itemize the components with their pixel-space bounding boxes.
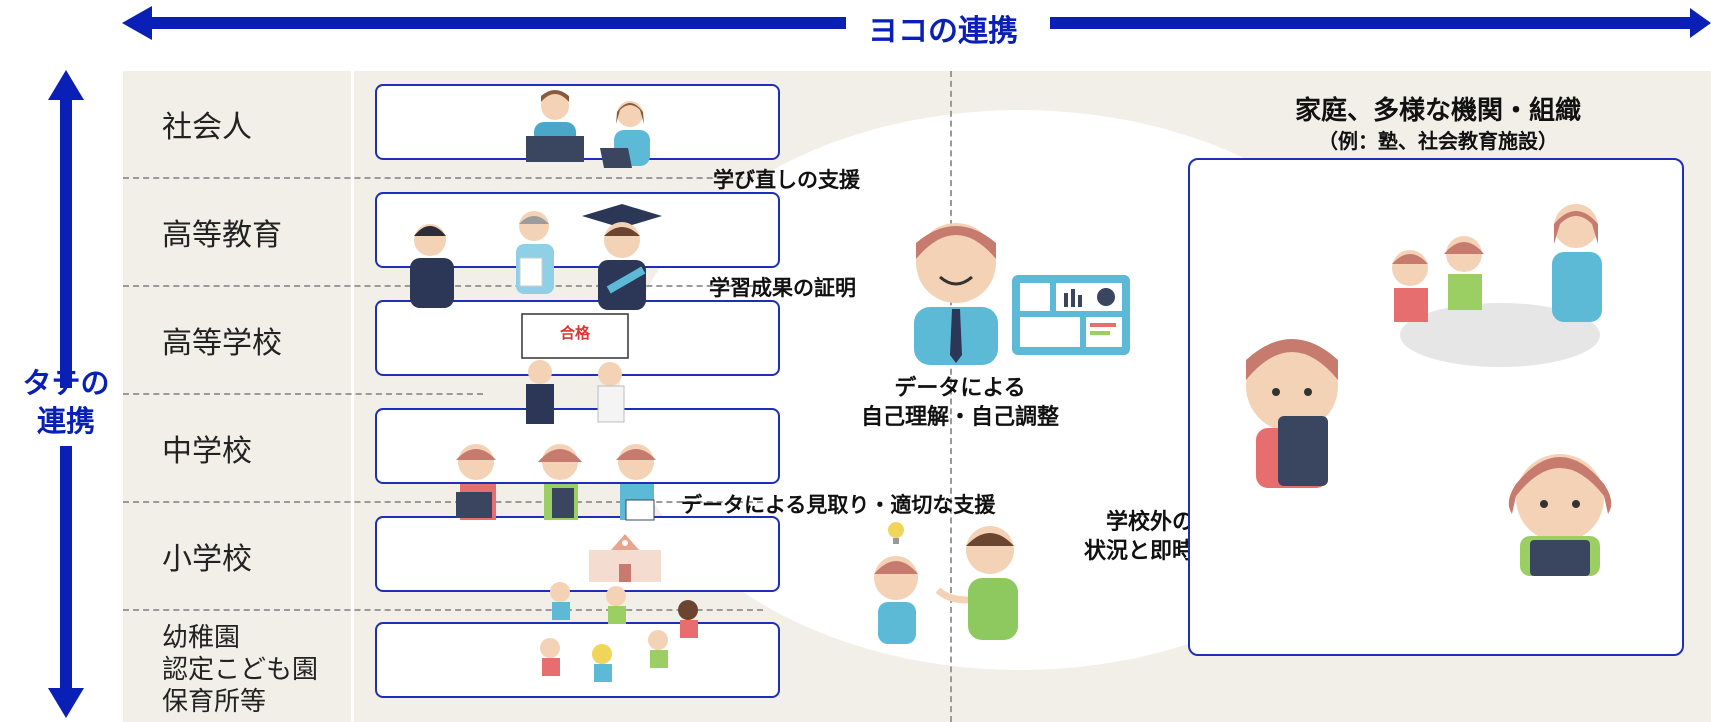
vertical-axis-label-line1: タテの: [22, 366, 110, 400]
stage-label-high-school: 高等学校: [162, 326, 282, 361]
stage-label-line: 認定こども園: [162, 655, 319, 685]
junior-high-students-illustration: [456, 444, 656, 521]
girl-with-laptop-illustration: [1508, 454, 1612, 576]
stage-label-line: 幼稚園: [162, 623, 241, 653]
stage-label-junior-high: 中学校: [162, 434, 252, 469]
adults-reading-illustration: [526, 90, 650, 168]
vertical-axis-arrow: [48, 70, 84, 718]
stage-label-working-adult: 社会人: [162, 110, 252, 145]
column-divider: [351, 71, 354, 722]
data-self-regulation-line2: 自己理解・自己調整: [860, 405, 1059, 430]
child-with-tablet-illustration: [1246, 339, 1338, 488]
higher-education-illustration: [410, 204, 662, 310]
center-divider: [950, 71, 952, 722]
pass-sign-text: 合格: [559, 324, 591, 342]
teacher-support-illustration: [874, 522, 1018, 644]
stage-separator: [123, 177, 763, 179]
stage-box-elementary: [375, 516, 780, 592]
learning-outcome-certification-label: 学習成果の証明: [709, 276, 856, 300]
stage-separator: [123, 501, 763, 503]
vertical-axis-label-line2: 連携: [36, 404, 95, 438]
data-observation-support-label: データによる見取り・適切な支援: [681, 493, 996, 517]
horizontal-axis-arrow: [122, 6, 1711, 40]
horizontal-axis-label: ヨコの連携: [868, 14, 1018, 49]
data-self-regulation-label: データによる 自己理解・自己調整: [820, 374, 1100, 432]
family-table-illustration: [1392, 204, 1602, 367]
high-school-pass-illustration: 合格: [521, 313, 629, 424]
stage-label-column: [123, 71, 351, 722]
stage-separator: [123, 393, 483, 395]
vertical-axis-label: タテの 連携: [16, 364, 116, 440]
stage-box-higher-education: [375, 192, 780, 268]
self-understanding-illustration: [914, 223, 1130, 365]
stage-box-early-childhood: [375, 622, 780, 698]
stage-separator: [123, 609, 763, 611]
stage-label-higher-education: 高等教育: [162, 218, 282, 253]
school-building-icon: [589, 534, 661, 582]
relearning-support-label: 学び直しの支援: [713, 168, 860, 192]
young-children-illustration: [540, 582, 698, 682]
stage-label-early-childhood: 幼稚園 認定こども園 保育所等: [162, 622, 318, 718]
outside-subtitle: （例：塾、社会教育施設）: [1318, 129, 1558, 153]
data-self-regulation-line1: データによる: [894, 376, 1026, 401]
stage-box-junior-high: [375, 408, 780, 484]
outside-title: 家庭、多様な機関・組織: [1294, 96, 1581, 126]
stage-label-line: 保育所等: [162, 687, 267, 717]
stage-label-elementary: 小学校: [162, 542, 252, 577]
